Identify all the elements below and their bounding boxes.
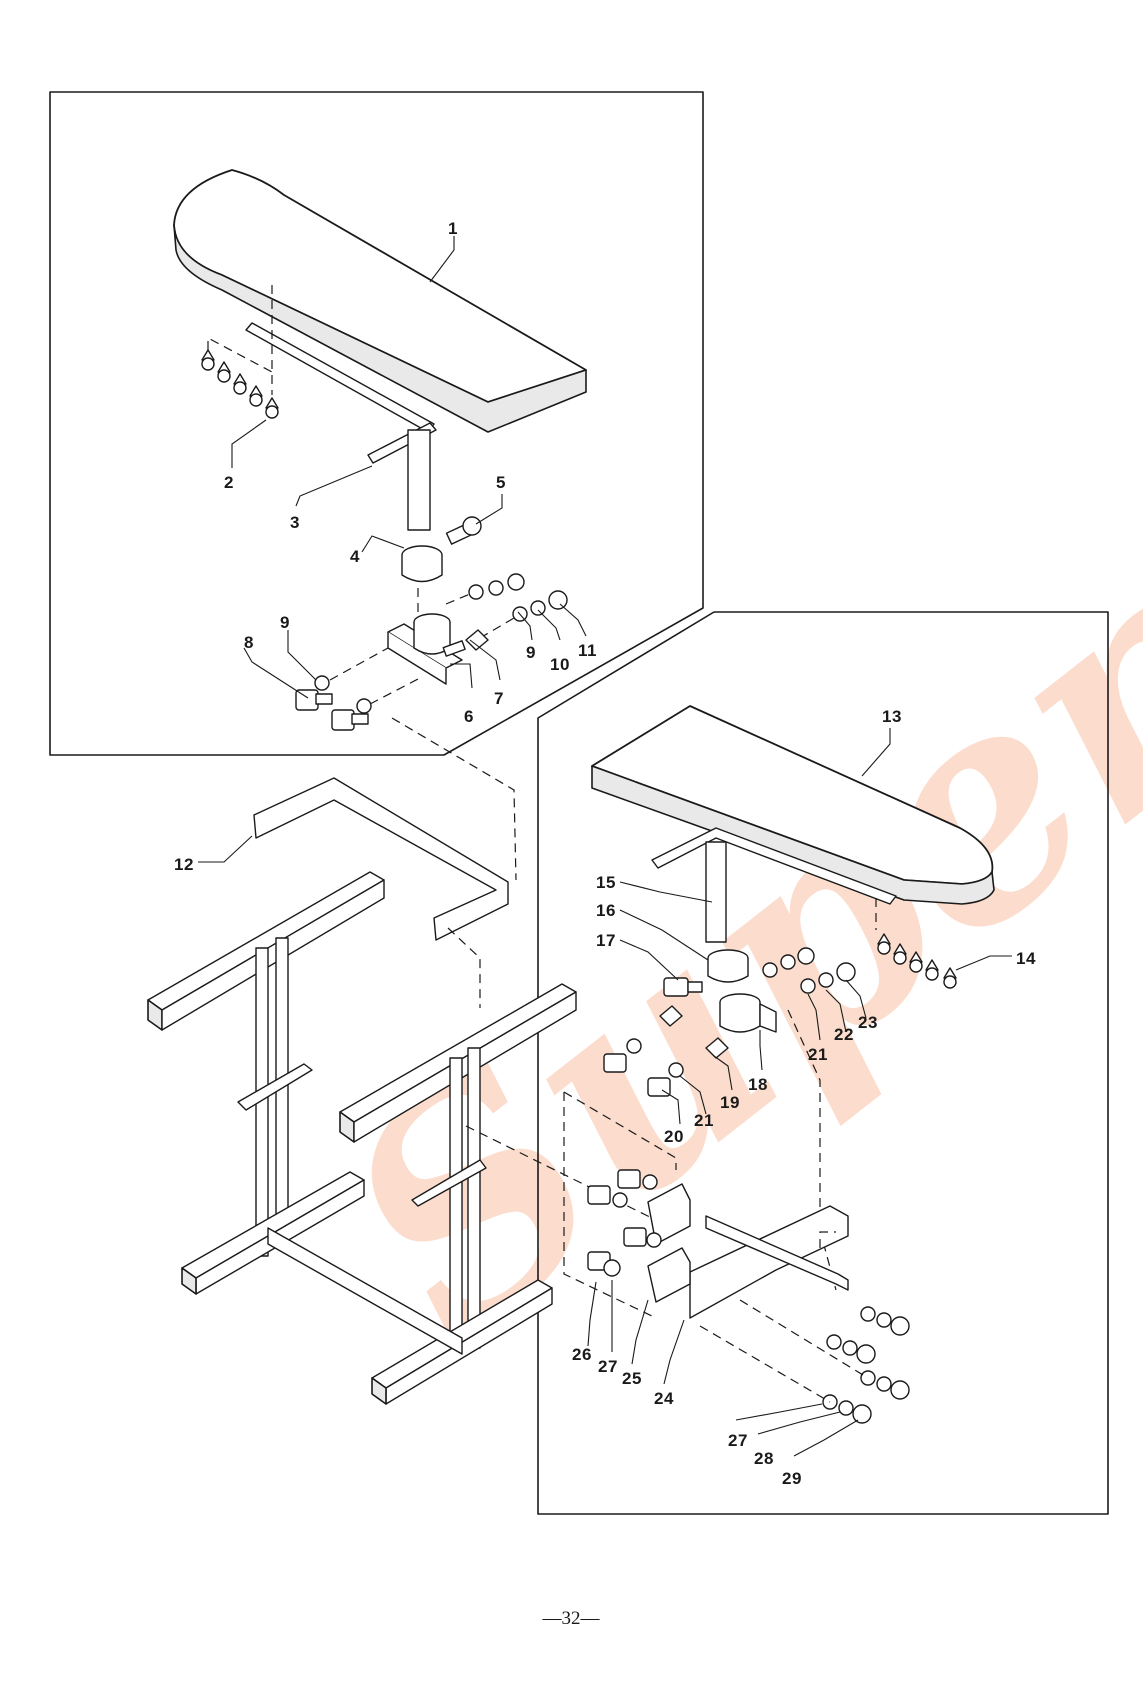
callout-label: 20: [664, 1127, 684, 1146]
upper-rail-bracket: [254, 778, 508, 940]
thumb-bolt: [446, 517, 481, 544]
callout-label: 9: [526, 643, 536, 662]
callout-label: 15: [596, 873, 616, 892]
callout-label: 21: [808, 1045, 828, 1064]
callout-label: 23: [858, 1013, 878, 1032]
callout-label: 27: [728, 1431, 748, 1450]
callout-label: 13: [882, 707, 902, 726]
callout-label: 6: [464, 707, 474, 726]
callout-label: 4: [350, 547, 360, 566]
callout-label: 26: [572, 1345, 592, 1364]
callout-label: 17: [596, 931, 616, 950]
upper-left-panel-frame: [50, 92, 703, 755]
board-post: [408, 430, 430, 530]
callout-label: 1: [448, 219, 458, 238]
callout-label: 2: [224, 473, 234, 492]
callout-label: 28: [754, 1449, 774, 1468]
callout-label: 21: [694, 1111, 714, 1130]
callout-label: 24: [654, 1389, 674, 1408]
callout-label: 18: [748, 1075, 768, 1094]
hex-bolts-upper: [296, 648, 420, 730]
nut-washer-set-upper: [446, 574, 567, 638]
callout-label: 16: [596, 901, 616, 920]
upper-board-assembly: [174, 170, 586, 730]
callout-label: 3: [290, 513, 300, 532]
callout-label: 29: [782, 1469, 802, 1488]
callout-label: 11: [578, 641, 597, 660]
callout-label: 19: [720, 1093, 740, 1112]
callout-label: 22: [834, 1025, 854, 1044]
wood-screws: [202, 338, 278, 418]
callout-label: 5: [496, 473, 506, 492]
callout-label: 7: [494, 689, 504, 708]
callout-label: 10: [550, 655, 570, 674]
sleeve-board-post: [706, 842, 726, 942]
callout-label: 9: [280, 613, 290, 632]
page-number: —32—: [542, 1608, 601, 1629]
callout-label: 8: [244, 633, 254, 652]
callout-label: 12: [174, 855, 194, 874]
callout-label: 25: [622, 1369, 642, 1388]
callout-label: 27: [598, 1357, 618, 1376]
callout-label: 14: [1016, 949, 1036, 968]
